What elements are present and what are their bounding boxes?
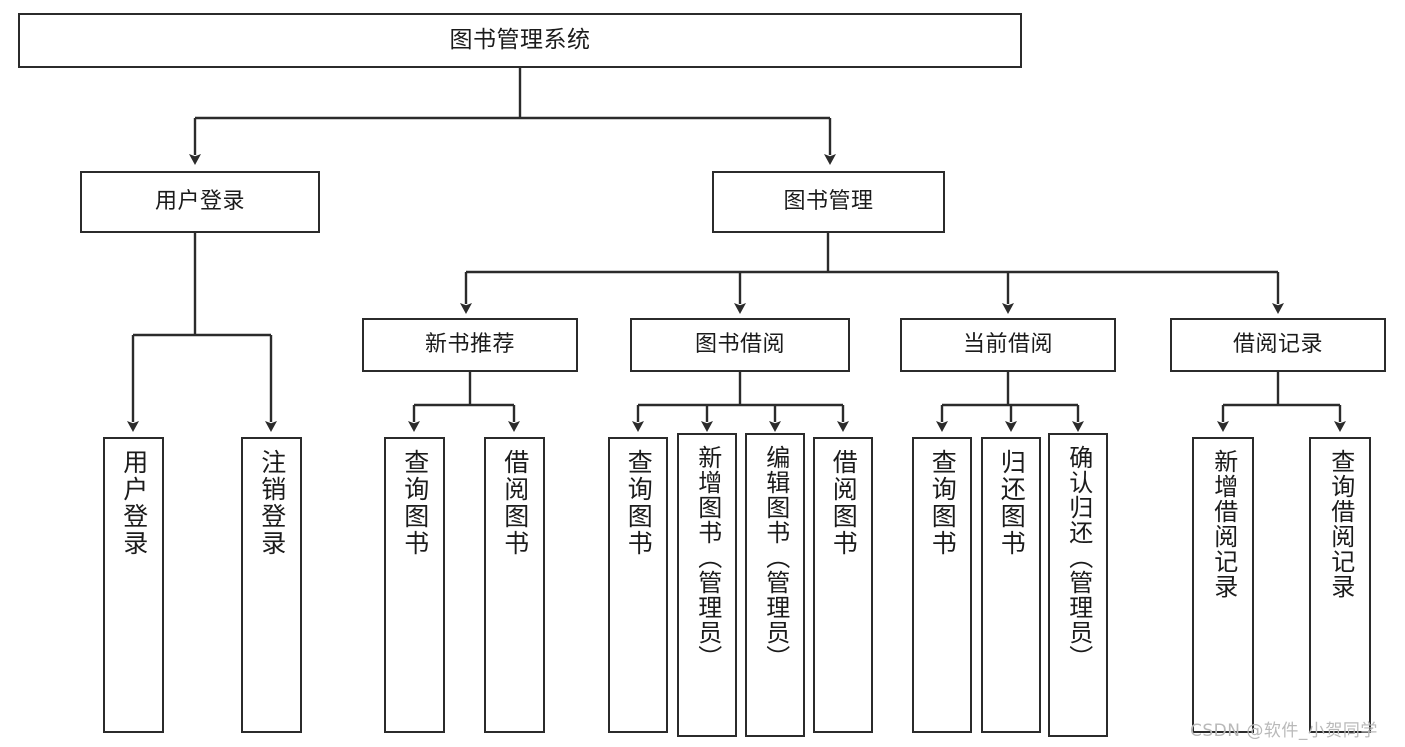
leaf-current-return-book[interactable]: 归还图书 <box>981 437 1041 733</box>
leaf-borrow-borrow-book[interactable]: 借阅图书 <box>813 437 873 733</box>
node-label: 用户登录 <box>119 449 149 557</box>
leaf-borrow-query-book[interactable]: 查询图书 <box>608 437 668 733</box>
leaf-record-query-borrow-record[interactable]: 查询借阅记录 <box>1309 437 1371 733</box>
node-label: 查询借阅记录 <box>1326 449 1355 599</box>
leaf-recommend-borrow-book[interactable]: 借阅图书 <box>484 437 545 733</box>
node-label: 归还图书 <box>997 449 1027 557</box>
node-current-borrow[interactable]: 当前借阅 <box>900 318 1116 372</box>
node-new-book-recommend[interactable]: 新书推荐 <box>362 318 578 372</box>
node-label: 用户登录 <box>154 189 245 215</box>
node-book-borrow[interactable]: 图书借阅 <box>630 318 850 372</box>
node-label: 借阅图书 <box>500 449 530 557</box>
node-label: 确认归还（管理员） <box>1064 445 1093 670</box>
node-label: 查询图书 <box>624 449 654 557</box>
leaf-current-query-book[interactable]: 查询图书 <box>912 437 972 733</box>
node-label: 编辑图书（管理员） <box>761 445 790 670</box>
node-label: 查询图书 <box>400 449 430 557</box>
leaf-user-logout[interactable]: 注销登录 <box>241 437 302 733</box>
node-borrow-records[interactable]: 借阅记录 <box>1170 318 1386 372</box>
node-label: 图书管理系统 <box>449 26 591 53</box>
leaf-borrow-add-book-admin[interactable]: 新增图书（管理员） <box>677 433 737 737</box>
node-label: 当前借阅 <box>962 332 1053 358</box>
node-label: 图书管理 <box>783 189 874 215</box>
node-label: 注销登录 <box>257 449 287 557</box>
node-root-system[interactable]: 图书管理系统 <box>18 13 1022 68</box>
leaf-recommend-query-book[interactable]: 查询图书 <box>384 437 445 733</box>
leaf-borrow-edit-book-admin[interactable]: 编辑图书（管理员） <box>745 433 805 737</box>
leaf-user-login[interactable]: 用户登录 <box>103 437 164 733</box>
node-label: 新书推荐 <box>424 332 515 358</box>
leaf-current-confirm-return-admin[interactable]: 确认归还（管理员） <box>1048 433 1108 737</box>
node-user-login[interactable]: 用户登录 <box>80 171 320 233</box>
node-label: 借阅图书 <box>829 449 859 557</box>
node-label: 图书借阅 <box>694 332 785 358</box>
node-label: 查询图书 <box>928 449 958 557</box>
node-label: 新增图书（管理员） <box>693 445 722 670</box>
node-label: 借阅记录 <box>1232 332 1323 358</box>
node-book-management[interactable]: 图书管理 <box>712 171 945 233</box>
node-label: 新增借阅记录 <box>1209 449 1238 599</box>
leaf-record-add-borrow-record[interactable]: 新增借阅记录 <box>1192 437 1254 733</box>
